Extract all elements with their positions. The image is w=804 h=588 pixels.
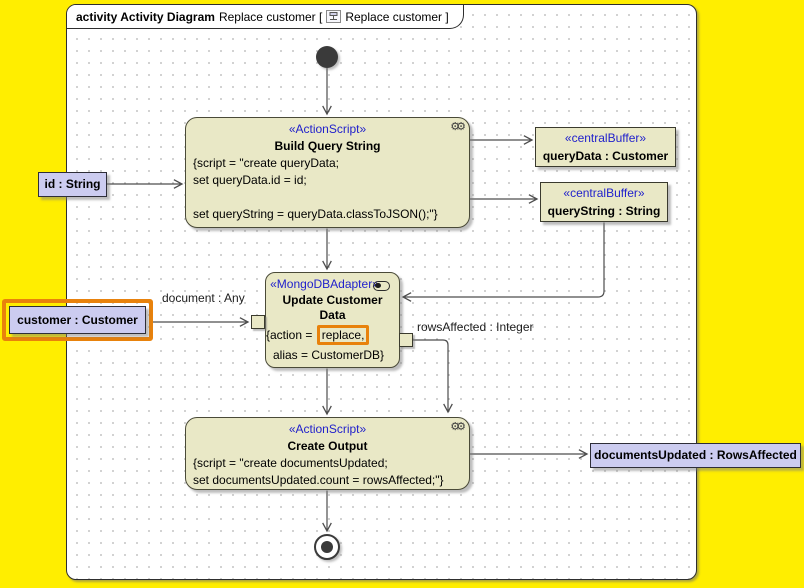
action-body: {script = "create documentsUpdated; set … (186, 455, 469, 489)
stereotype-label: «ActionScript» (288, 122, 367, 136)
action-property-line: {action = replace, (266, 323, 399, 347)
script-line: {script = "create documentsUpdated; (193, 456, 388, 470)
stereotype-label: «ActionScript» (288, 422, 367, 436)
alias-line: alias = CustomerDB} (273, 348, 385, 362)
action-build-query-string[interactable]: ⚙⚙ «ActionScript» Build Query String {sc… (185, 117, 470, 228)
object-node-customer[interactable]: customer : Customer (9, 306, 146, 334)
edge-querystring-to-update[interactable] (401, 222, 605, 302)
adapter-icon (373, 281, 390, 291)
action-create-output[interactable]: ⚙⚙ «ActionScript» Create Output {script … (185, 417, 470, 490)
frame-title-name: Replace customer [ (218, 9, 323, 24)
object-name: documentsUpdated : RowsAffected (594, 448, 797, 462)
buffer-name: queryData : Customer (542, 149, 669, 163)
object-name: id : String (44, 177, 101, 191)
action-prefix: {action = (266, 328, 316, 342)
stereotype-label: «centralBuffer» (564, 131, 647, 145)
action-name-line2: Data (319, 308, 346, 322)
action-name: Build Query String (274, 139, 381, 153)
frame-title-kind: activity Activity Diagram (76, 9, 215, 24)
action-update-customer-data[interactable]: «MongoDBAdapter» Update Customer Data {a… (265, 272, 400, 368)
script-line: set documentsUpdated.count = rowsAffecte… (193, 473, 444, 487)
script-line: {script = "create queryData; (193, 156, 339, 170)
script-line: set queryString = queryData.classToJSON(… (193, 207, 438, 221)
selection-highlight-customer[interactable]: customer : Customer (2, 299, 153, 341)
diagram-frame-title[interactable]: activity Activity Diagram Replace custom… (67, 5, 464, 29)
activity-final-node[interactable] (314, 534, 340, 560)
edge-pin-to-create[interactable] (413, 339, 453, 414)
object-node-id-string[interactable]: id : String (38, 172, 107, 197)
gears-icon: ⚙⚙ (450, 121, 466, 133)
action-name-line1: Update Customer (282, 293, 383, 307)
stereotype-label: «centralBuffer» (563, 186, 645, 200)
frame-title-ref: Replace customer ] (345, 9, 449, 24)
script-line (193, 189, 462, 206)
buffer-name: queryString : String (547, 204, 661, 218)
edge-label-rowsaffected[interactable]: rowsAffected : Integer (417, 320, 534, 334)
initial-node[interactable] (316, 46, 338, 68)
edge-label-document-any[interactable]: document : Any (162, 291, 245, 305)
final-node-dot (321, 541, 333, 553)
stereotype-label: «MongoDBAdapter» (270, 277, 379, 291)
centralbuffer-querydata[interactable]: «centralBuffer» queryData : Customer (535, 127, 676, 167)
input-pin-document[interactable] (251, 315, 265, 329)
action-body: {script = "create queryData; set queryDa… (186, 155, 469, 223)
object-node-documentsupdated[interactable]: documentsUpdated : RowsAffected (590, 443, 801, 468)
highlighted-replace-value[interactable]: replace, (316, 325, 370, 345)
activity-diagram-icon (326, 10, 342, 23)
script-line: set queryData.id = id; (193, 173, 307, 187)
object-name: customer : Customer (17, 313, 138, 327)
output-pin-rowsaffected[interactable] (399, 333, 413, 347)
gears-icon: ⚙⚙ (450, 421, 466, 433)
centralbuffer-querystring[interactable]: «centralBuffer» queryString : String (540, 182, 668, 222)
action-name: Create Output (287, 439, 368, 453)
